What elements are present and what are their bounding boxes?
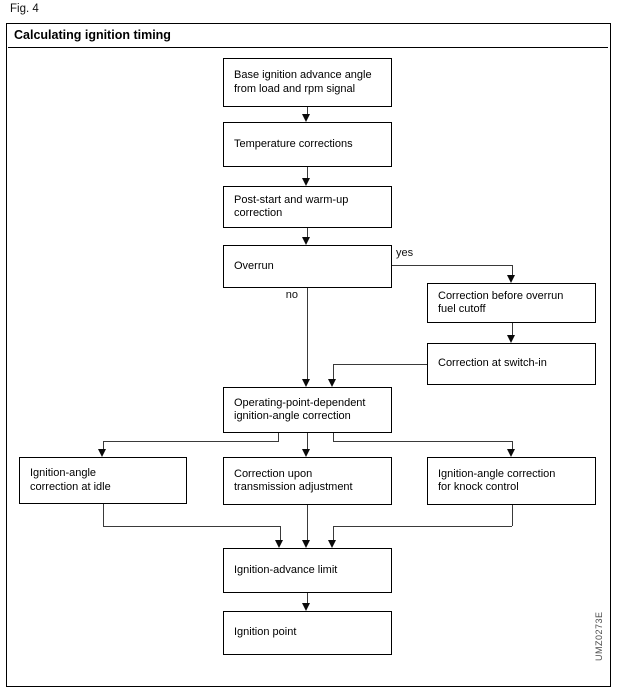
arrow-down-icon (507, 335, 515, 343)
flow-line (103, 525, 280, 527)
node-label: Ignition point (234, 626, 297, 639)
arrow-down-icon (302, 114, 310, 122)
flow-line (306, 167, 308, 179)
flow-line (511, 441, 513, 450)
title-divider (7, 47, 608, 49)
arrow-down-icon (302, 449, 310, 457)
node-knock-control: Ignition-angle correction for knock cont… (427, 457, 596, 505)
node-ignition-advance-limit: Ignition-advance limit (223, 548, 392, 593)
edge-label-yes: yes (396, 247, 414, 259)
arrow-down-icon (302, 178, 310, 186)
flow-line (306, 505, 308, 541)
node-label: Temperature corrections (234, 137, 353, 150)
flow-line (103, 441, 278, 443)
flow-line (511, 323, 513, 336)
node-overrun: Overrun (223, 245, 392, 288)
node-base-ignition-advance: Base ignition advance angle from load an… (223, 58, 392, 107)
node-transmission-adjustment: Correction upon transmission adjustment (223, 457, 392, 505)
flow-line (306, 107, 308, 115)
flow-line (306, 593, 308, 604)
node-idle-correction: Ignition-angle correction at idle (19, 457, 187, 504)
node-label: Correction before overrun fuel cutoff (438, 289, 564, 316)
figure-code: UMZ0273E (594, 611, 604, 661)
figure-title: Calculating ignition timing (14, 28, 171, 42)
flow-line (306, 228, 308, 238)
edge-label-no: no (285, 289, 298, 301)
node-poststart-warmup: Post-start and warm-up correction (223, 186, 392, 228)
node-ignition-point: Ignition point (223, 611, 392, 655)
flow-line (279, 526, 281, 541)
arrow-down-icon (302, 603, 310, 611)
flow-line (333, 441, 512, 443)
flow-line (332, 433, 334, 442)
flow-line (332, 526, 334, 541)
node-operating-point-correction: Operating-point-dependent ignition-angle… (223, 387, 392, 433)
flow-line (102, 504, 104, 526)
node-switch-in: Correction at switch-in (427, 343, 596, 385)
node-label: Ignition-advance limit (234, 563, 338, 576)
flow-line (333, 525, 512, 527)
flow-line-yes-branch (392, 264, 512, 266)
arrow-down-icon (328, 540, 336, 548)
arrow-down-icon (302, 237, 310, 245)
node-temperature-corrections: Temperature corrections (223, 122, 392, 167)
flow-line (333, 363, 427, 365)
arrow-down-icon (275, 540, 283, 548)
flow-line (332, 364, 334, 380)
figure-number: Fig. 4 (10, 3, 39, 15)
flow-line-no-branch (306, 288, 308, 380)
node-label: Ignition-angle correction for knock cont… (438, 467, 556, 494)
node-label: Correction at switch-in (438, 357, 547, 370)
node-label: Ignition-angle correction at idle (30, 467, 111, 493)
node-label: Correction upon transmission adjustment (234, 467, 353, 494)
flow-line (277, 433, 279, 442)
flow-line (102, 441, 104, 450)
node-label: Operating-point-dependent ignition-angle… (234, 396, 366, 423)
node-label: Post-start and warm-up correction (234, 193, 349, 220)
node-label: Base ignition advance angle from load an… (234, 69, 372, 95)
arrow-down-icon (328, 379, 336, 387)
node-label: Overrun (234, 259, 274, 272)
arrow-down-icon (98, 449, 106, 457)
node-overrun-fuel-cutoff: Correction before overrun fuel cutoff (427, 283, 596, 323)
arrow-down-icon (507, 449, 515, 457)
arrow-down-icon (302, 540, 310, 548)
flow-line (306, 433, 308, 450)
flow-line-yes-branch (511, 265, 513, 276)
arrow-down-icon (302, 379, 310, 387)
flow-line (511, 505, 513, 526)
arrow-down-icon (507, 275, 515, 283)
